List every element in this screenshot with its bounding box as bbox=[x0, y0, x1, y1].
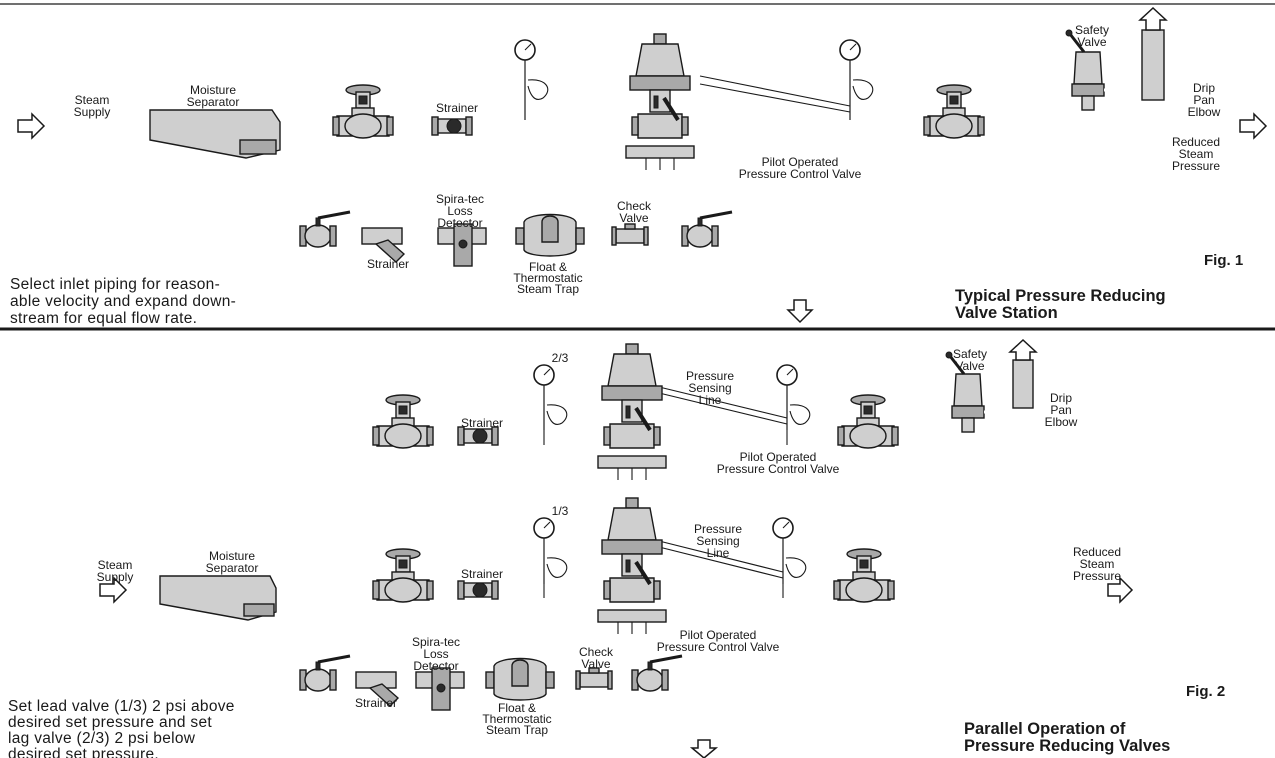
fig1-outlet-arrow bbox=[1239, 112, 1268, 140]
fig2-lower-strainer-label: Strainer bbox=[461, 567, 503, 581]
fig2-upper-pilot-valve bbox=[596, 342, 668, 482]
fig1-outlet-gauge-icon bbox=[839, 39, 874, 121]
fig1-ball-valve-upstream bbox=[298, 210, 352, 249]
fig2-lower-strainer bbox=[457, 580, 499, 600]
fig1-vent-arrow bbox=[1138, 6, 1168, 31]
fig1-check-valve bbox=[611, 223, 649, 246]
fig2-check-valve bbox=[575, 667, 613, 690]
fig2-spiratec-detector bbox=[415, 667, 465, 711]
fig2-outlet-arrow bbox=[1107, 576, 1134, 604]
fig2-two-thirds-label: 2/3 bbox=[552, 351, 569, 365]
fig2-trap-strainer-label: Strainer bbox=[355, 696, 397, 710]
fig1-inlet-globe-valve bbox=[332, 84, 394, 139]
fig2-moisture-separator bbox=[159, 575, 277, 621]
fig2-steam-trap bbox=[485, 657, 555, 701]
fig2-drip-pan-elbow-pipe bbox=[1012, 359, 1034, 409]
fig2-inlet-arrow bbox=[99, 576, 128, 604]
fig2-ball-valve-downstream bbox=[630, 654, 684, 693]
fig1-outlet-globe-valve bbox=[923, 84, 985, 139]
fig2-lower-inlet-valve bbox=[372, 548, 434, 603]
fig1-steam-trap bbox=[515, 213, 585, 257]
fig1-strainer-label: Strainer bbox=[436, 101, 478, 115]
fig1-spiratec-detector bbox=[437, 223, 487, 267]
fig1-inlet-gauge-icon bbox=[514, 39, 549, 121]
fig2-upper-strainer-label: Strainer bbox=[461, 416, 503, 430]
fig1-drip-pan-elbow-pipe bbox=[1141, 29, 1165, 101]
fig2-lower-pilot-valve bbox=[596, 496, 668, 636]
fig2-ball-valve-upstream bbox=[298, 654, 352, 693]
fig1-trap-strainer-label: Strainer bbox=[367, 257, 409, 271]
fig2-upper-outlet-valve bbox=[837, 394, 899, 449]
fig2-number: Fig. 2 bbox=[1186, 683, 1225, 700]
fig2-upper-inlet-valve bbox=[372, 394, 434, 449]
fig2-one-third-label: 1/3 bbox=[552, 504, 569, 518]
fig1-inlet-arrow bbox=[17, 112, 46, 140]
fig1-number: Fig. 1 bbox=[1204, 252, 1243, 269]
fig1-note: Select inlet piping for reason-able velo… bbox=[10, 276, 236, 327]
fig2-lower-outlet-valve bbox=[833, 548, 895, 603]
fig2-vent-arrow bbox=[1008, 338, 1038, 361]
fig1-ball-valve-downstream bbox=[680, 210, 734, 249]
fig1-drain-arrow bbox=[786, 299, 814, 324]
fig1-pilot-valve bbox=[624, 32, 696, 172]
fig1-main-strainer bbox=[431, 116, 473, 136]
fig1-moisture-separator bbox=[149, 109, 281, 159]
fig2-drain-arrow bbox=[689, 739, 719, 758]
